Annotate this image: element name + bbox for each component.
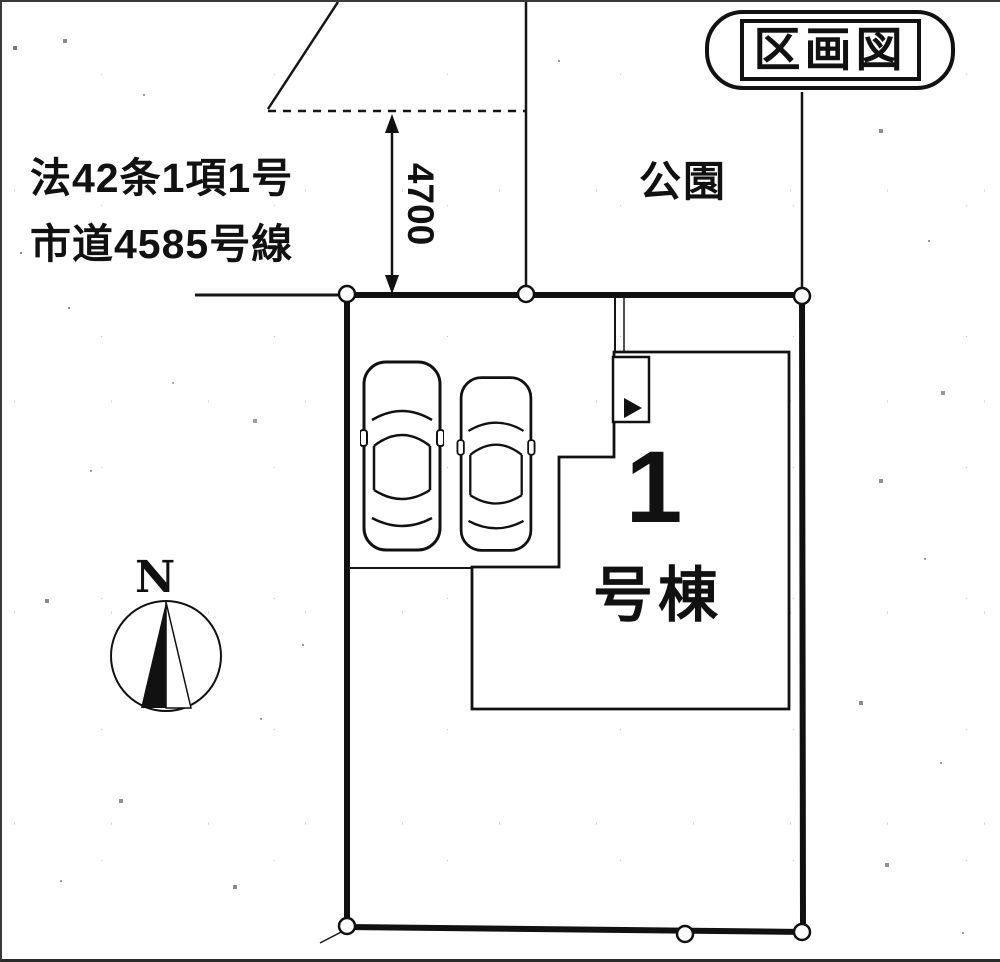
north-label: N xyxy=(135,552,176,603)
boundary-marker xyxy=(337,916,357,936)
boundary-marker xyxy=(792,286,812,306)
building-suffix: 号棟 xyxy=(593,562,723,629)
park-label: 公園 xyxy=(639,158,728,205)
building-number: 1 xyxy=(625,430,683,544)
page-title: 区画図 xyxy=(739,18,921,82)
entrance-porch xyxy=(611,355,651,424)
road-annotation: 法42条1項1号 市道4585号線 xyxy=(30,145,293,277)
road-law-line: 法42条1項1号 xyxy=(30,155,294,201)
boundary-marker xyxy=(516,284,536,304)
boundary-markers xyxy=(337,284,812,944)
car-top-view-icon xyxy=(456,376,536,552)
dimension-label: 4700 xyxy=(400,162,441,246)
boundary-marker xyxy=(675,924,695,944)
boundary-marker xyxy=(337,284,357,304)
dimension-arrow-icon xyxy=(385,114,399,294)
north-compass-icon xyxy=(110,600,222,712)
title-badge: 区画図 xyxy=(705,10,955,90)
car-top-view-icon xyxy=(360,360,444,552)
entrance-arrow-icon xyxy=(624,398,642,418)
approach-path xyxy=(614,298,625,355)
boundary-marker xyxy=(792,922,812,942)
road-name-line: 市道4585号線 xyxy=(30,221,294,267)
